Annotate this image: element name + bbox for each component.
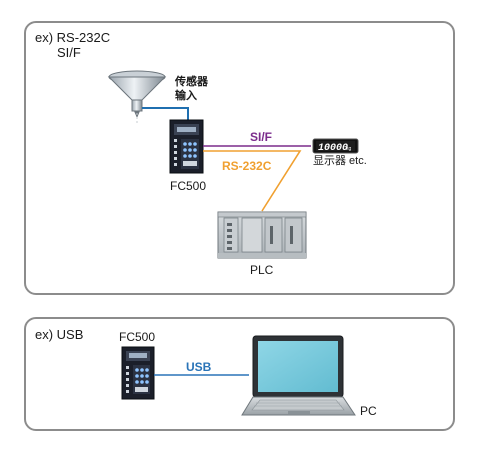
plc-icon	[217, 211, 307, 259]
plc-label: PLC	[250, 263, 274, 277]
laptop-pc-icon	[241, 335, 356, 416]
display-unit: kg	[346, 146, 352, 152]
rs232c-panel-title: ex) RS-232C	[35, 30, 111, 45]
fc500-controller-usb-icon	[121, 346, 155, 400]
usb-link-label: USB	[186, 360, 212, 374]
rs232c-panel-subtitle: SI/F	[57, 45, 81, 60]
fc500-label: FC500	[170, 179, 207, 193]
rs232c-link-label: RS-232C	[222, 159, 272, 173]
hopper-sensor-icon	[107, 70, 167, 123]
digital-display-icon: 10000 kg	[312, 138, 359, 154]
rs232c-connection-line	[203, 150, 302, 212]
usb-example-panel	[24, 317, 455, 431]
display-label: 显示器 etc.	[313, 155, 367, 167]
fc500-usb-label: FC500	[119, 330, 156, 344]
sif-link-label: SI/F	[250, 130, 273, 144]
sensor-cable	[142, 107, 189, 120]
fc500-controller-icon	[169, 119, 204, 174]
usb-panel-title: ex) USB	[35, 327, 84, 342]
sensor-input-label-line2: 输入	[175, 90, 197, 102]
sensor-input-label-line1: 传感器	[175, 76, 208, 88]
pc-label: PC	[360, 404, 377, 418]
display-reading: 10000	[318, 143, 348, 154]
